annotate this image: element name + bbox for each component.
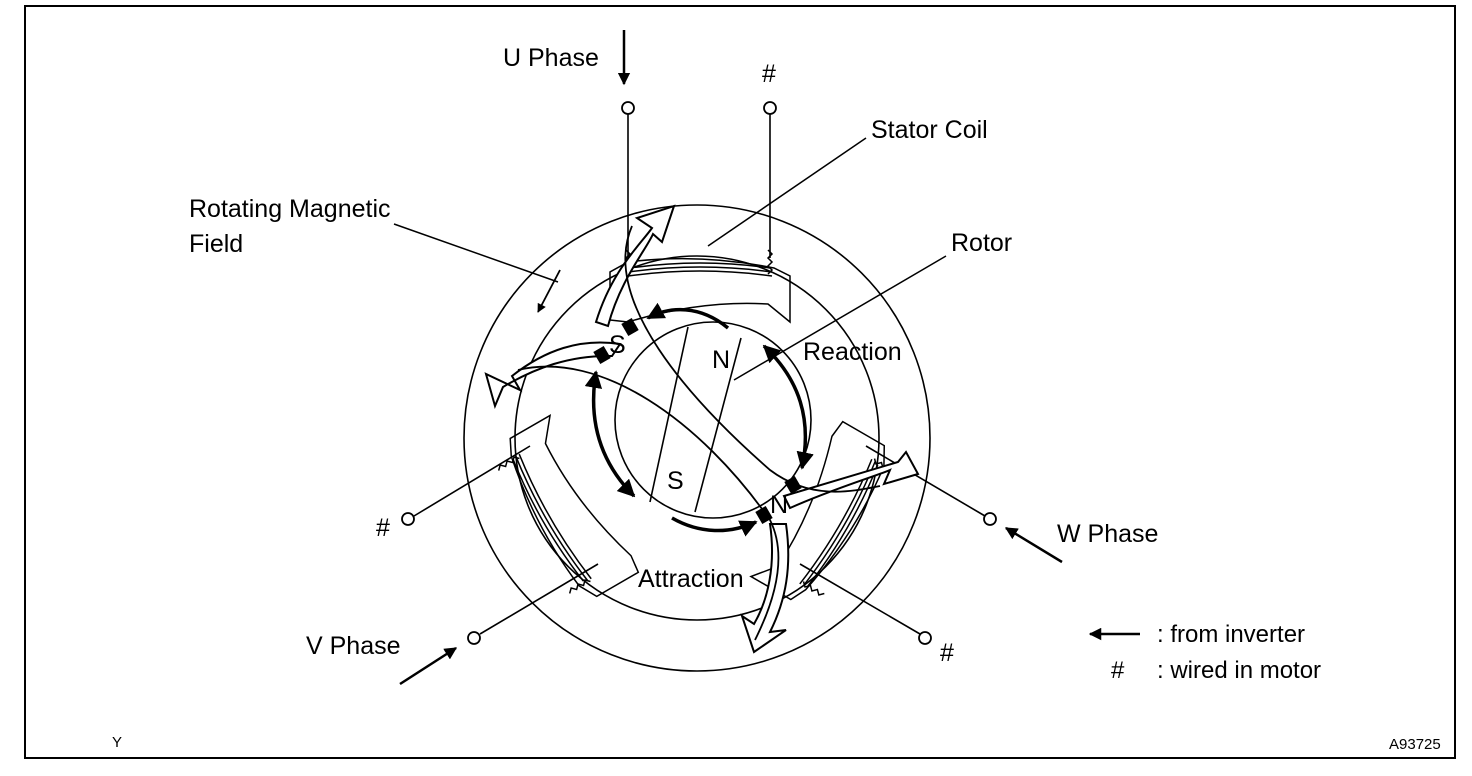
terminal-v [467, 631, 481, 645]
rotor-pole-s: S [667, 467, 684, 495]
rotating-field-label-2: Field [189, 230, 243, 258]
terminal-u-neutral [763, 101, 777, 115]
phase-arrows [399, 30, 1140, 686]
rotor-leader [733, 255, 947, 381]
w-phase-label: W Phase [1057, 520, 1158, 548]
figure-id: A93725 [1389, 736, 1441, 753]
rotating-field-leader [393, 223, 559, 283]
field-arrow-left [484, 341, 622, 410]
leader-lines [393, 137, 947, 381]
force-arrows [584, 302, 814, 537]
stator-pole-n: N [770, 491, 788, 519]
terminal-u [621, 101, 635, 115]
terminal-wires [413, 114, 986, 635]
v-phase-arrow [399, 646, 458, 686]
rotor-line-2 [694, 337, 742, 513]
field-arrow-bottom [740, 523, 790, 654]
u-neutral-hash: # [762, 60, 776, 88]
rotating-field-label-1: Rotating Magnetic [189, 195, 391, 223]
reaction-label: Reaction [803, 338, 902, 366]
stator-inner-ring [514, 255, 880, 621]
rotor-pole-n: N [712, 346, 730, 374]
field-sweep-lines [517, 225, 881, 641]
terminal-w [983, 512, 997, 526]
w-phase-arrow [1004, 526, 1063, 564]
legend-hash-symbol: # [1111, 657, 1125, 684]
legend-hash-text: : wired in motor [1157, 657, 1321, 684]
corner-mark: Y [112, 734, 122, 751]
terminal-right-neutral [918, 631, 932, 645]
reaction-arrow-top [646, 302, 730, 330]
legend: : from inverter # : wired in motor [1111, 621, 1321, 684]
attraction-arrow-bottom [671, 516, 758, 537]
attraction-label: Attraction [638, 565, 744, 593]
magnet-blocks [593, 317, 802, 525]
stator-pole-s: S [609, 331, 626, 359]
left-neutral-hash: # [376, 514, 390, 542]
rotor-label: Rotor [951, 229, 1012, 257]
rotating-field-arrows [484, 204, 920, 654]
terminal-left-neutral [401, 512, 415, 526]
attraction-arrow-left [584, 370, 636, 498]
terminals [401, 101, 997, 645]
stator-pole-w [497, 414, 640, 598]
reaction-arrow-right [762, 344, 814, 470]
stator-coil-leader [707, 137, 867, 247]
legend-arrow-text: : from inverter [1157, 621, 1305, 648]
field-arrow-right [782, 450, 920, 510]
outer-housing [463, 204, 931, 672]
right-neutral-hash: # [940, 639, 954, 667]
stator-coil-label: Stator Coil [871, 116, 988, 144]
stator-pole-u [609, 249, 791, 324]
figure-frame [24, 5, 1456, 759]
u-phase-label: U Phase [503, 44, 599, 72]
v-phase-label: V Phase [306, 632, 401, 660]
field-arrow-top [594, 204, 676, 328]
